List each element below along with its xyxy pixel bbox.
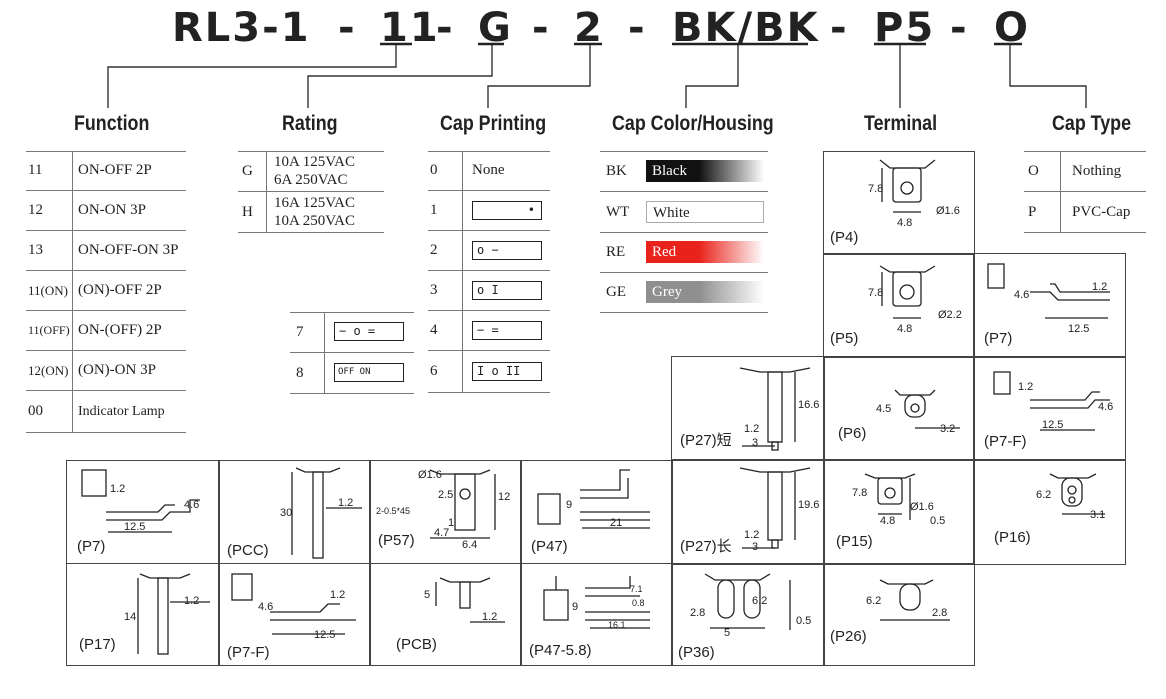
- table-row: 11(OFF)ON-(OFF) 2P: [26, 311, 186, 351]
- pn-series: RL3-1: [172, 5, 311, 51]
- terminal-p26: (P26): [823, 563, 975, 666]
- pn-cap-printing: 2: [574, 5, 604, 51]
- terminal-pcb: (PCB): [369, 563, 522, 666]
- pn-dash: -: [338, 5, 357, 51]
- pn-dash: -: [532, 5, 551, 51]
- pn-terminal: P5: [874, 5, 936, 51]
- terminal-p5: (P5): [823, 253, 975, 358]
- pn-function: 11: [380, 5, 440, 51]
- heading-rating: Rating: [282, 112, 338, 135]
- terminal-p27-short: (P27)短: [671, 356, 825, 461]
- table-row: 11(ON)(ON)-OFF 2P: [26, 271, 186, 311]
- pn-dash: -: [830, 5, 849, 51]
- heading-cap-color: Cap Color/Housing: [612, 112, 774, 135]
- terminal-p16: (P16): [973, 459, 1126, 565]
- terminal-p7: (P7): [973, 253, 1126, 358]
- pn-cap-color: BK/BK: [672, 5, 820, 51]
- terminal-p36: (P36): [671, 563, 825, 666]
- heading-cap-printing: Cap Printing: [440, 112, 547, 135]
- terminal-p57: (P57): [369, 460, 522, 564]
- heading-function: Function: [74, 112, 150, 135]
- terminal-p27-long: (P27)长: [671, 459, 825, 565]
- terminal-p47: (P47): [520, 460, 673, 564]
- table-row: H 16A 125VAC 10A 250VAC: [238, 192, 384, 233]
- heading-terminal: Terminal: [864, 112, 938, 135]
- terminal-p47-5-8: (P47-5.8): [520, 563, 673, 666]
- pn-dash: -: [950, 5, 969, 51]
- terminal-p7-f: (P7-F): [973, 356, 1126, 461]
- terminal-p15: (P15): [823, 459, 975, 565]
- terminal-p7-b: (P7): [66, 460, 220, 564]
- table-row: 12(ON)(ON)-ON 3P: [26, 351, 186, 391]
- terminal-p7-f-b: (P7-F): [218, 563, 371, 666]
- terminal-p17: (P17): [66, 563, 220, 666]
- pn-dash: -: [436, 5, 455, 51]
- part-number: RL3-1 - 11 - G - 2 - BK/BK - P5 - O: [0, 4, 1166, 54]
- pn-cap-type: O: [994, 5, 1031, 51]
- pn-dash: -: [628, 5, 647, 51]
- table-row: 7− o =: [290, 312, 414, 353]
- terminal-p4: (P4): [823, 151, 975, 255]
- heading-cap-type: Cap Type: [1052, 112, 1132, 135]
- rating-table: G 10A 125VAC 6A 250VAC H 16A 125VAC 10A …: [238, 151, 384, 233]
- terminal-p6: (P6): [823, 356, 975, 461]
- table-row: G 10A 125VAC 6A 250VAC: [238, 151, 384, 192]
- terminal-pcc: (PCC): [218, 460, 371, 564]
- table-row: 4− =: [428, 311, 550, 351]
- pn-rating: G: [478, 5, 513, 51]
- table-row: 1•: [428, 191, 550, 231]
